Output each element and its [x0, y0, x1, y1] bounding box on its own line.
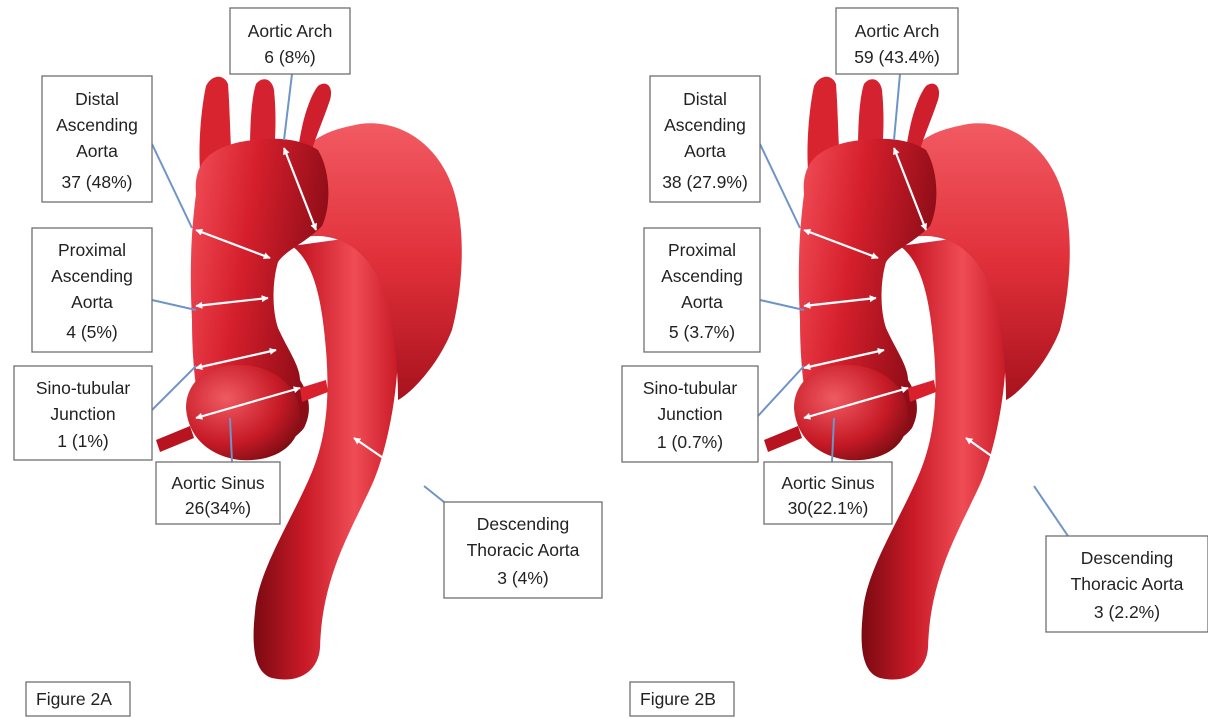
- figure-caption-a: Figure 2A: [26, 682, 130, 716]
- label-distal-ascending-a: Distal Ascending Aorta 37 (48%): [42, 76, 152, 202]
- label-proximal-ascending-b: Proximal Ascending Aorta 5 (3.7%): [644, 228, 760, 352]
- svg-text:3 (2.2%): 3 (2.2%): [1094, 602, 1160, 622]
- svg-text:1 (0.7%): 1 (0.7%): [657, 432, 723, 452]
- label-aortic-sinus-a: Aortic Sinus 26(34%): [156, 462, 280, 524]
- svg-text:Aortic Sinus: Aortic Sinus: [781, 473, 875, 493]
- label-aortic-sinus-b: Aortic Sinus 30(22.1%): [764, 462, 892, 524]
- label-sinotubular-b: Sino-tubular Junction 1 (0.7%): [622, 366, 758, 462]
- panel-a: Aortic Arch 6 (8%) Distal Ascending Aort…: [14, 8, 602, 716]
- svg-text:Aorta: Aorta: [684, 141, 726, 161]
- svg-text:Ascending: Ascending: [51, 266, 133, 286]
- svg-text:Aorta: Aorta: [76, 141, 118, 161]
- label-descending-a: Descending Thoracic Aorta 3 (4%): [444, 502, 602, 598]
- panel-b: Aortic Arch 59 (43.4%) Distal Ascending …: [622, 8, 1208, 716]
- svg-text:38 (27.9%): 38 (27.9%): [662, 172, 748, 192]
- svg-text:59 (43.4%): 59 (43.4%): [854, 47, 940, 67]
- svg-text:Figure 2B: Figure 2B: [640, 689, 716, 709]
- svg-text:Junction: Junction: [50, 404, 115, 424]
- svg-text:Aorta: Aorta: [71, 292, 113, 312]
- svg-text:Thoracic Aorta: Thoracic Aorta: [1071, 574, 1184, 594]
- label-aortic-arch-b: Aortic Arch 59 (43.4%): [836, 8, 958, 74]
- svg-text:6 (8%): 6 (8%): [264, 47, 316, 67]
- label-proximal-ascending-a: Proximal Ascending Aorta 4 (5%): [32, 228, 152, 352]
- svg-text:Sino-tubular: Sino-tubular: [643, 378, 738, 398]
- svg-text:Junction: Junction: [657, 404, 722, 424]
- svg-text:Proximal: Proximal: [668, 240, 736, 260]
- svg-text:Ascending: Ascending: [56, 115, 138, 135]
- svg-text:Proximal: Proximal: [58, 240, 126, 260]
- svg-text:30(22.1%): 30(22.1%): [788, 498, 869, 518]
- svg-text:Aorta: Aorta: [681, 292, 723, 312]
- label-aortic-arch-a: Aortic Arch 6 (8%): [230, 8, 350, 74]
- svg-text:5 (3.7%): 5 (3.7%): [669, 322, 735, 342]
- label-sinotubular-a: Sino-tubular Junction 1 (1%): [14, 366, 152, 460]
- aorta-illustration-b: [764, 77, 1070, 680]
- svg-text:Figure 2A: Figure 2A: [36, 689, 112, 709]
- figure-caption-b: Figure 2B: [630, 682, 734, 716]
- svg-text:1 (1%): 1 (1%): [57, 431, 109, 451]
- svg-text:Aortic Arch: Aortic Arch: [248, 21, 333, 41]
- svg-text:Descending: Descending: [1081, 548, 1173, 568]
- svg-text:Sino-tubular: Sino-tubular: [36, 378, 131, 398]
- svg-text:Distal: Distal: [75, 89, 119, 109]
- svg-text:Aortic Sinus: Aortic Sinus: [171, 473, 265, 493]
- svg-text:Aortic Arch: Aortic Arch: [855, 21, 940, 41]
- svg-text:4 (5%): 4 (5%): [66, 322, 118, 342]
- aorta-illustration-a: [156, 77, 462, 680]
- svg-text:Descending: Descending: [477, 514, 569, 534]
- svg-text:Distal: Distal: [683, 89, 727, 109]
- svg-text:3 (4%): 3 (4%): [497, 568, 549, 588]
- label-descending-b: Descending Thoracic Aorta 3 (2.2%): [1046, 536, 1208, 632]
- svg-text:Ascending: Ascending: [664, 115, 746, 135]
- svg-text:Thoracic Aorta: Thoracic Aorta: [467, 540, 580, 560]
- svg-text:Ascending: Ascending: [661, 266, 743, 286]
- label-distal-ascending-b: Distal Ascending Aorta 38 (27.9%): [650, 76, 760, 202]
- svg-text:37 (48%): 37 (48%): [61, 172, 132, 192]
- svg-text:26(34%): 26(34%): [185, 498, 251, 518]
